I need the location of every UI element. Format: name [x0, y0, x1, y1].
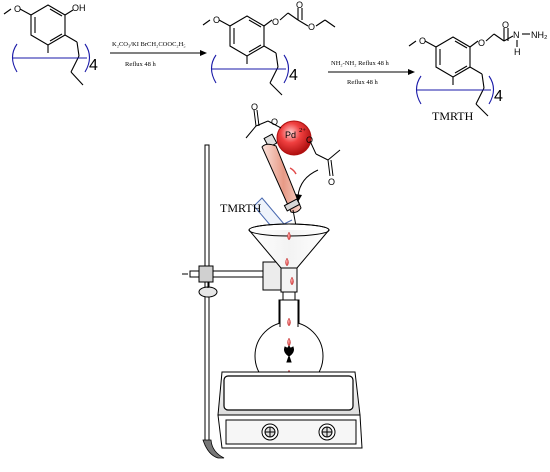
o-ether-product: O	[478, 38, 485, 48]
o-acetate-1: O	[271, 117, 278, 127]
o-methoxy-ester: O	[213, 15, 220, 25]
step1-conditions: Reflux 48 h	[125, 61, 156, 68]
step1-reagents: K₂CO₃/KI BrCH₂COOC₂H₅	[112, 41, 186, 48]
molecule-product	[408, 28, 530, 117]
molecule-start	[3, 4, 84, 86]
repeat-count-product: 4	[494, 88, 503, 105]
o-methoxy-start: O	[14, 4, 21, 14]
pd-charge: 2+	[299, 127, 306, 134]
addition-arrow	[295, 169, 319, 202]
dropping-funnel	[261, 133, 302, 227]
o-ether-ester: O	[272, 17, 279, 27]
molecule-ester	[202, 8, 336, 96]
oh-group-start: OH	[72, 3, 86, 13]
o-acetate-2-carbonyl: O	[328, 177, 335, 187]
step2-reagents: NH₂-NH₂ Reflux 48 h	[331, 60, 390, 67]
bracket-start	[11, 43, 91, 73]
repeat-count-ester: 4	[289, 67, 298, 84]
repeat-count-start: 4	[89, 57, 98, 74]
n-terminal: NH₂	[531, 30, 548, 40]
h-hydrazide: H	[514, 47, 521, 57]
knob-right	[318, 423, 336, 441]
step2-conditions: Reflux 48 h	[347, 79, 378, 86]
pd-symbol: Pd	[285, 130, 296, 140]
o-ester: O	[308, 22, 315, 32]
o-methoxy-product: O	[419, 36, 426, 46]
product-name: TMRTH	[432, 109, 474, 123]
o-acetate-2: O	[306, 135, 313, 145]
knob-left	[261, 423, 279, 441]
bracket-ester	[210, 54, 290, 84]
clamp-arm	[182, 261, 295, 298]
n-hydrazide: N	[513, 30, 520, 40]
pd-complex	[245, 109, 341, 177]
o-carbonyl-ester: O	[296, 0, 303, 10]
reaction-arrow-1	[110, 50, 207, 56]
bracket-product	[415, 75, 495, 105]
adsorbent-label: TMRTH	[220, 201, 262, 215]
o-acetate-1-carbonyl: O	[251, 102, 258, 112]
reaction-arrow-2	[328, 69, 415, 75]
o-carbonyl-product: O	[502, 20, 509, 30]
hot-plate	[217, 371, 363, 449]
